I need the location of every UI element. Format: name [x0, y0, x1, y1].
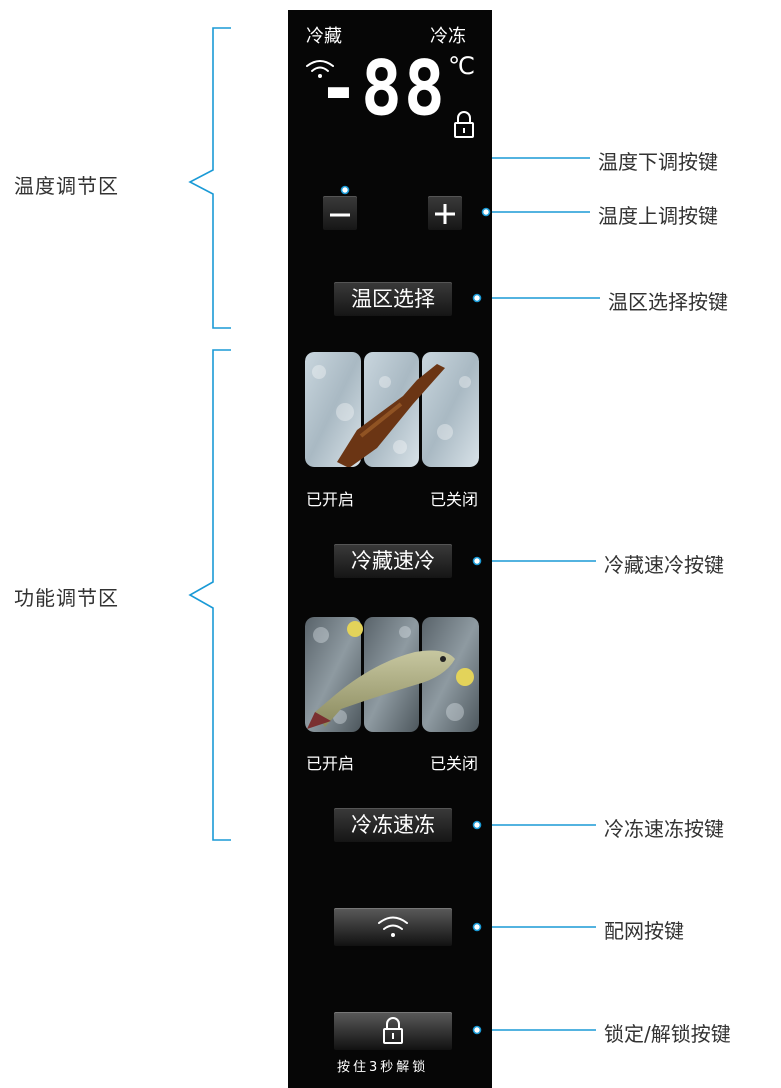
- callout-temp-down: 温度下调按键: [598, 150, 718, 174]
- fridge-fast-cool-button[interactable]: 冷藏速冷: [334, 544, 452, 578]
- callout-freezer-fast: 冷冻速冻按键: [604, 817, 724, 841]
- network-pairing-button[interactable]: [334, 908, 452, 946]
- temp-down-button[interactable]: [323, 196, 357, 230]
- wifi-icon: [306, 60, 334, 78]
- temp-zone-label: 温度调节区: [14, 174, 119, 198]
- fridge-fast-on-label: 已开启: [306, 490, 355, 509]
- fridge-fast-off-label: 已关闭: [430, 490, 479, 509]
- lock-unlock-button[interactable]: [334, 1012, 452, 1050]
- freezer-fast-off-label: 已关闭: [430, 754, 479, 773]
- plus-icon: [435, 204, 455, 224]
- callout-temp-up: 温度上调按键: [598, 204, 718, 228]
- freezer-zone-label: 冷冻: [430, 26, 466, 47]
- wifi-icon: [378, 916, 408, 937]
- unlock-hint: 按住3秒解锁: [337, 1060, 429, 1075]
- temperature-display: -88: [318, 45, 447, 134]
- temp-unit: ℃: [448, 52, 475, 80]
- zone-select-button[interactable]: 温区选择: [334, 282, 452, 316]
- fridge-zone-label: 冷藏: [306, 26, 342, 47]
- freezer-fast-on-label: 已开启: [306, 754, 355, 773]
- callout-zone-select: 温区选择按键: [608, 290, 728, 314]
- temp-zone-bracket: [188, 27, 231, 329]
- temp-up-button[interactable]: [428, 196, 462, 230]
- freezer-fast-freeze-button[interactable]: 冷冻速冻: [334, 808, 452, 842]
- freezer-fast-freeze-photo: [305, 617, 479, 732]
- callout-lock: 锁定/解锁按键: [604, 1022, 731, 1046]
- func-zone-label: 功能调节区: [14, 586, 119, 610]
- func-zone-bracket: [188, 349, 231, 841]
- callout-fridge-fast: 冷藏速冷按键: [604, 553, 724, 577]
- lock-icon: [383, 1017, 403, 1044]
- minus-icon: [330, 213, 350, 217]
- lock-status-icon: [454, 111, 474, 138]
- callout-network: 配网按键: [604, 919, 684, 943]
- fridge-fast-cool-photo: [305, 352, 479, 467]
